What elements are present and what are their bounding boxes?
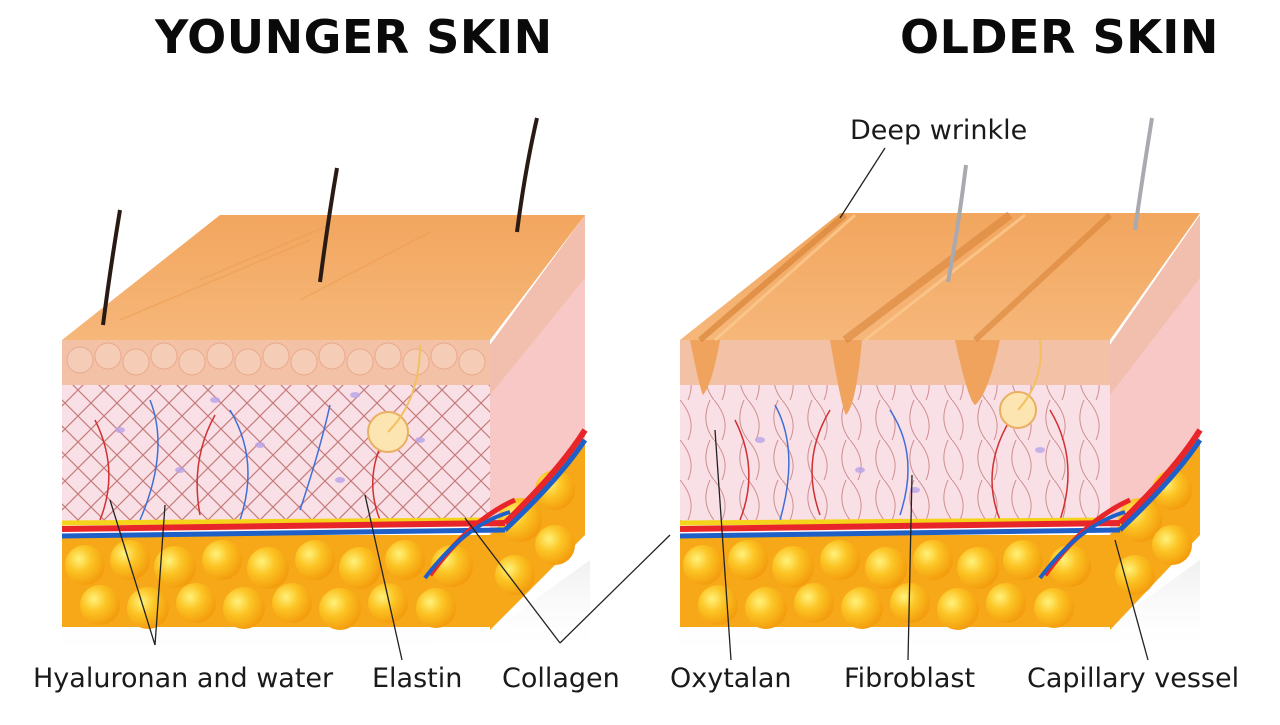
- wrinkle-groove: [830, 340, 862, 415]
- artery: [679, 520, 1121, 532]
- nerve: [679, 517, 1111, 526]
- label-collagen: Collagen: [502, 663, 620, 694]
- epidermis-front: [680, 340, 1110, 385]
- label-deep-wrinkle: Deep wrinkle: [850, 115, 1028, 146]
- label-elastin: Elastin: [372, 663, 463, 694]
- wrinkle-groove: [690, 340, 720, 395]
- older-skin-block: [678, 117, 1203, 660]
- nerve: [61, 517, 491, 526]
- vein: [61, 527, 506, 539]
- collagen-sparse: [680, 385, 1110, 525]
- hair: [946, 164, 968, 283]
- older-skin-title: OLDER SKIN: [900, 10, 1219, 64]
- artery: [61, 520, 506, 532]
- younger-skin-block: [60, 117, 590, 660]
- epidermis-top-surface: [680, 213, 1200, 340]
- epidermis-top-surface: [62, 215, 585, 340]
- hair: [101, 209, 122, 326]
- label-oxytalan: Oxytalan: [670, 663, 792, 694]
- hair: [318, 167, 339, 283]
- label-capillary-vessel: Capillary vessel: [1027, 663, 1240, 694]
- label-fibroblast: Fibroblast: [844, 663, 976, 694]
- label-hyaluronan: Hyaluronan and water: [33, 663, 334, 694]
- hair: [1133, 117, 1154, 231]
- leader-lines: [109, 147, 1149, 661]
- wrinkle-groove: [955, 340, 1000, 405]
- vein: [679, 527, 1121, 539]
- younger-skin-title: YOUNGER SKIN: [155, 10, 553, 64]
- collagen-mesh: [62, 385, 490, 525]
- hair: [515, 117, 539, 233]
